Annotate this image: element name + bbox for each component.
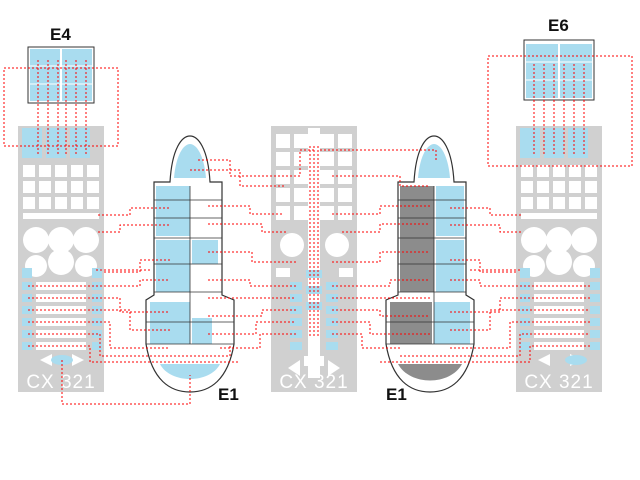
e6-label: E6 xyxy=(548,16,569,35)
center-fret-mark: CX 321 xyxy=(279,372,348,393)
left-canopy-part xyxy=(145,135,235,393)
e4-label: E4 xyxy=(50,25,71,44)
right-fret-window-grid xyxy=(521,165,597,366)
right-fret: CX 321 xyxy=(516,126,602,393)
leader-lines xyxy=(3,55,633,405)
left-fret: CX 321 xyxy=(18,126,104,393)
e6-detail-part xyxy=(523,39,595,101)
right-fret-mark: CX 321 xyxy=(524,372,593,393)
right-canopy-label: E1 xyxy=(386,385,407,404)
center-fret-windows xyxy=(276,128,353,378)
e4-detail-part xyxy=(27,46,95,104)
right-fret-masks xyxy=(520,128,600,365)
right-canopy-part xyxy=(385,135,475,393)
left-canopy-label: E1 xyxy=(218,385,239,404)
center-fret: CX 321 xyxy=(271,126,357,393)
left-fret-mark: CX 321 xyxy=(26,372,95,393)
